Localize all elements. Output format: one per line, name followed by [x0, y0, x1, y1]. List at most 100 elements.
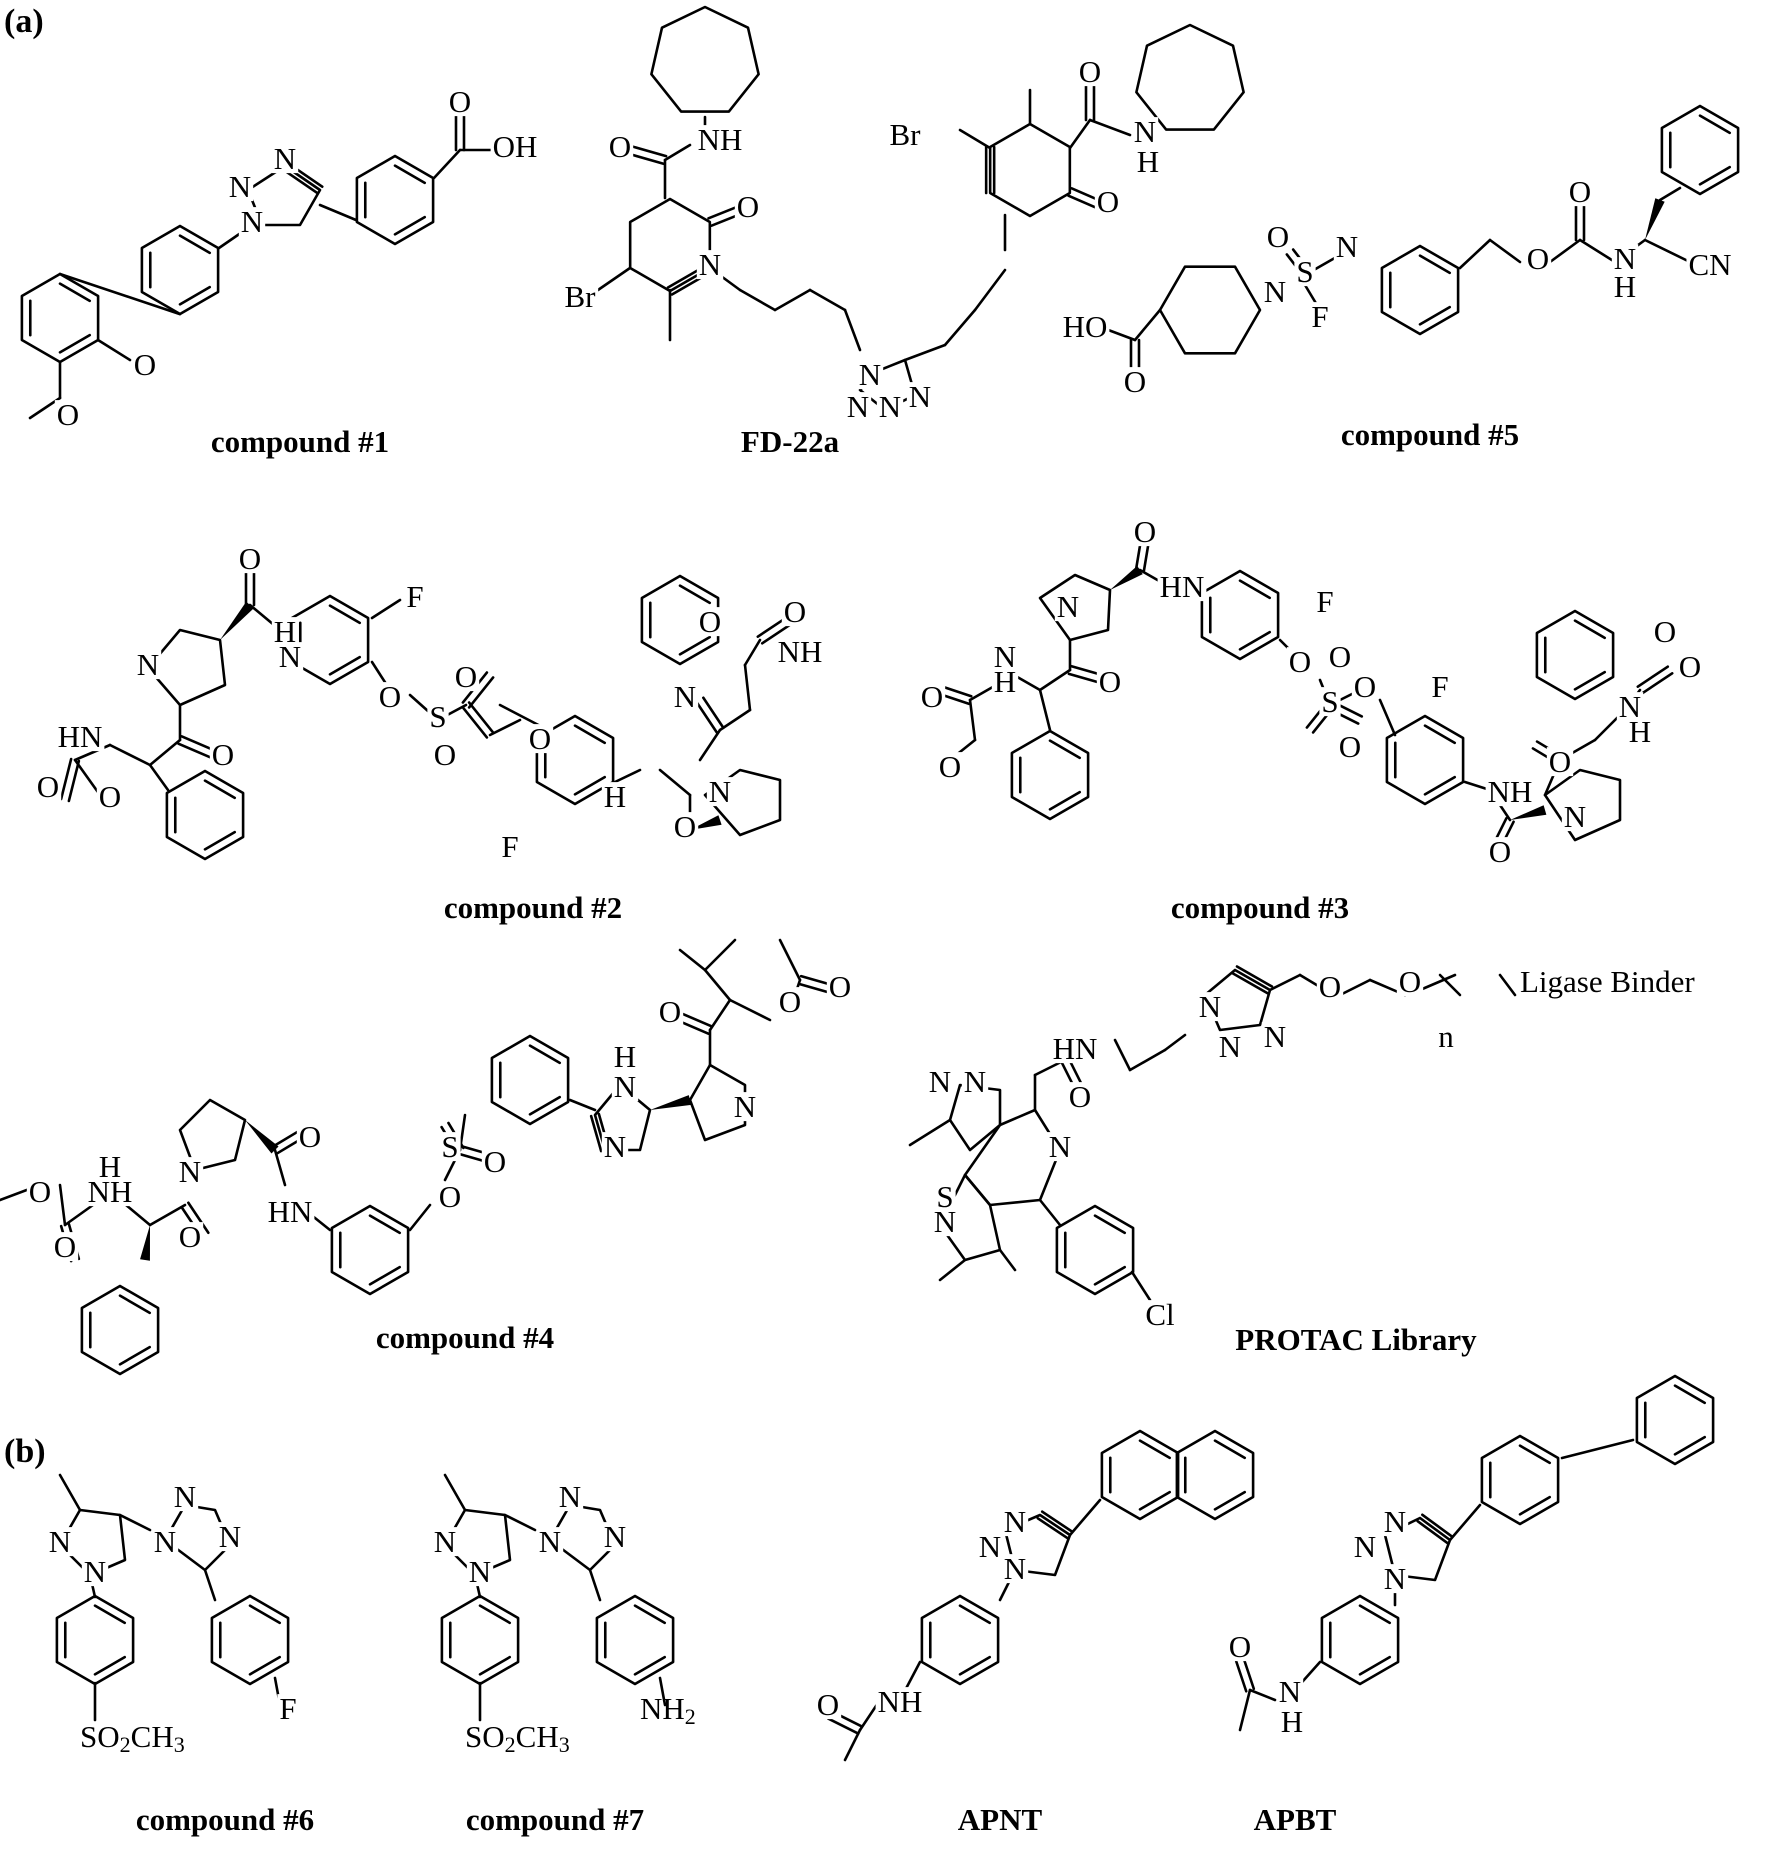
bond	[743, 638, 762, 667]
atom-label: N	[49, 1524, 71, 1559]
bond	[588, 1568, 602, 1602]
bond	[718, 708, 752, 732]
atom-label: N	[734, 1089, 756, 1124]
aromatic-double-bond	[1418, 305, 1452, 326]
atom-label-background	[1524, 244, 1552, 274]
phenyl-ring	[1385, 714, 1465, 806]
atom-label: O	[784, 594, 806, 629]
aromatic-double-bond	[1138, 1439, 1172, 1460]
aromatic-double-bond	[528, 1095, 562, 1116]
triazole-ring	[1383, 1516, 1452, 1582]
atom-label: S	[441, 1129, 458, 1164]
pyrrolidine-ring	[703, 768, 782, 837]
atom-label-background	[1278, 1707, 1306, 1737]
atom-label-background	[376, 682, 404, 712]
atom-label-background	[1686, 250, 1734, 280]
bond	[1560, 1438, 1635, 1460]
bond	[1130, 1270, 1152, 1302]
pyrrolidine-ring	[1038, 573, 1112, 642]
atom-label-background	[556, 1482, 584, 1512]
compound-caption: APNT	[958, 1802, 1043, 1837]
atom-label: O	[1229, 1629, 1251, 1664]
bond	[1113, 1038, 1132, 1072]
atom-label: N	[174, 1479, 196, 1514]
atom-label: O	[1489, 834, 1511, 869]
atom-label: n	[1438, 1019, 1454, 1054]
atom-label-background	[1518, 967, 1698, 997]
atom-label: O	[1527, 241, 1549, 276]
bond	[203, 1568, 217, 1602]
bond	[613, 768, 642, 784]
aromatic-double-bond	[1138, 1490, 1172, 1511]
atom-label: N	[84, 1554, 106, 1589]
formula-label: SO2CH3	[465, 1719, 570, 1757]
atom-label: Cl	[1145, 1297, 1174, 1332]
atom-label: N	[674, 679, 696, 714]
atom-label: N	[994, 639, 1016, 674]
atom-label: O	[299, 1119, 321, 1154]
atom-label: N	[1336, 229, 1358, 264]
bond	[1068, 1498, 1102, 1537]
bond	[148, 763, 170, 792]
aromatic-double-bond	[1518, 1444, 1552, 1465]
atom-label: O	[529, 721, 551, 756]
atom-label-background	[1096, 667, 1124, 697]
atom-label-background	[26, 1177, 54, 1207]
atom-label-background	[134, 650, 162, 680]
atom-label-background	[34, 772, 62, 802]
atom-label-background	[1561, 802, 1589, 832]
bond	[908, 1118, 952, 1147]
atom-label: O	[449, 84, 471, 119]
compound-caption: compound #5	[1341, 417, 1519, 452]
atom-label-background	[1429, 672, 1451, 702]
atom-label-background	[1001, 1507, 1029, 1537]
stereo-wedge-bond	[650, 1095, 692, 1110]
atom-label: F	[1316, 584, 1333, 619]
atom-label-background	[695, 125, 745, 155]
atom-label-background	[991, 642, 1019, 672]
atom-label-background	[1676, 652, 1704, 682]
atom-label: N	[1384, 1561, 1406, 1596]
cycloheptane-ring	[650, 5, 760, 113]
atom-label: N	[909, 379, 931, 414]
atom-label: N	[434, 1524, 456, 1559]
atom-label: N	[559, 1479, 581, 1514]
phenyl-ring	[355, 154, 435, 246]
atom-label: O	[239, 541, 261, 576]
atom-label: N	[1004, 1551, 1026, 1586]
pyrrolidine-ring	[178, 1098, 247, 1172]
phenyl-ring	[440, 1594, 520, 1686]
atom-label: HN	[1053, 1031, 1098, 1066]
bond	[1268, 973, 1302, 992]
atom-label: NH	[878, 1684, 923, 1719]
aromatic-double-bond	[1048, 739, 1082, 760]
phenyl-ring	[55, 1594, 135, 1686]
atom-label-background	[601, 1522, 629, 1552]
double-bond	[1636, 665, 1670, 688]
atom-label: O	[37, 769, 59, 804]
atom-label-background	[1050, 1034, 1100, 1064]
atom-label: O	[659, 994, 681, 1029]
atom-label: O	[1134, 514, 1156, 549]
phenyl-ring	[140, 224, 220, 316]
atom-label: O	[1319, 969, 1341, 1004]
bond	[658, 1676, 667, 1707]
atom-label-background	[1294, 257, 1316, 287]
atom-label-background	[606, 132, 634, 162]
atom-label-background	[1121, 367, 1149, 397]
aromatic-double-bond	[1673, 1384, 1707, 1405]
atom-label: O	[1069, 1079, 1091, 1114]
stereo-wedge-bond	[1645, 198, 1665, 240]
atom-label-background	[151, 1527, 179, 1557]
aromatic-double-bond	[1093, 1214, 1127, 1235]
atom-label: H	[1137, 144, 1159, 179]
atom-label-background	[1001, 1554, 1029, 1584]
aromatic-double-bond	[178, 285, 212, 306]
bond	[903, 343, 947, 362]
phenyl-ring	[80, 1284, 160, 1376]
double-bond	[59, 757, 73, 801]
atom-label-background	[856, 360, 884, 390]
phenyl-ring	[1320, 1594, 1400, 1686]
phenyl-ring	[210, 1594, 290, 1686]
